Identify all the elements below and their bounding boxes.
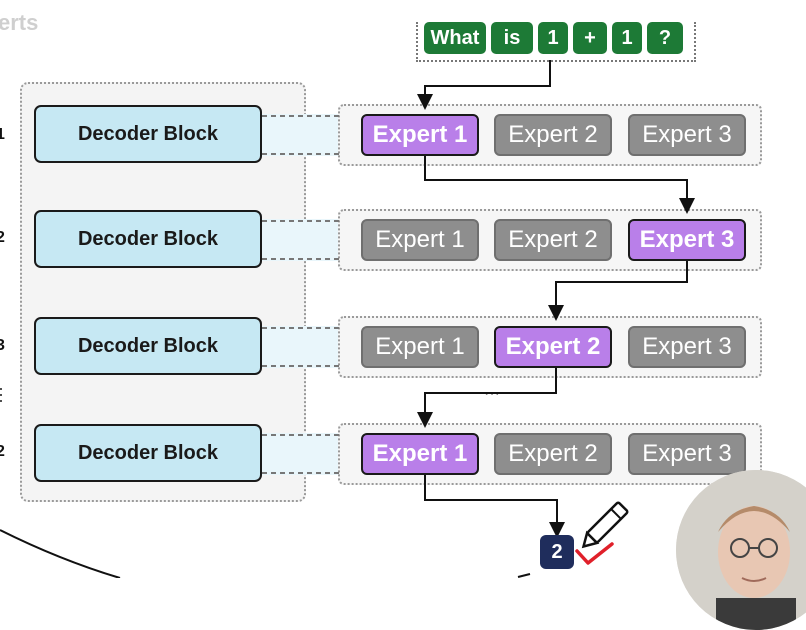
expert-3-selected: Expert 3: [628, 219, 746, 261]
expert-1-selected: Expert 1: [361, 114, 479, 156]
prompt-token: What: [424, 22, 486, 54]
expert-1: Expert 1: [361, 326, 479, 368]
svg-text:···: ···: [484, 385, 500, 402]
layer-label-4: 2: [0, 443, 5, 460]
expert-2: Expert 2: [494, 219, 612, 261]
expert-2: Expert 2: [494, 433, 612, 475]
layer-label-2: 2: [0, 229, 5, 246]
pencil-icon: [581, 501, 629, 549]
prompt-token: 1: [612, 22, 642, 54]
prompt-token: is: [491, 22, 533, 54]
expert-1: Expert 1: [361, 219, 479, 261]
decoder-block: Decoder Block: [34, 105, 262, 163]
expert-3: Expert 3: [628, 433, 746, 475]
title-fragment: erts: [0, 10, 39, 35]
ellipsis-vertical: ···: [0, 379, 4, 409]
connector-band: [262, 114, 340, 156]
connector-band: [262, 326, 340, 368]
expert-1-selected: Expert 1: [361, 433, 479, 475]
output-token: 2: [540, 535, 574, 569]
expert-2: Expert 2: [494, 114, 612, 156]
prompt-token: +: [573, 22, 607, 54]
prompt-token-group: [416, 22, 696, 62]
prompt-token: ?: [647, 22, 683, 54]
routing-arrows: ···: [0, 60, 695, 578]
decoder-block: Decoder Block: [34, 424, 262, 482]
expert-3: Expert 3: [628, 326, 746, 368]
checkmark-icon: [575, 542, 614, 565]
layer-label-1: 1: [0, 126, 5, 143]
decoder-block: Decoder Block: [34, 210, 262, 268]
connector-band: [262, 219, 340, 261]
prompt-token: 1: [538, 22, 568, 54]
expert-3: Expert 3: [628, 114, 746, 156]
connector-band: [262, 433, 340, 475]
expert-2-selected: Expert 2: [494, 326, 612, 368]
layer-label-3: 3: [0, 337, 5, 354]
decoder-block: Decoder Block: [34, 317, 262, 375]
